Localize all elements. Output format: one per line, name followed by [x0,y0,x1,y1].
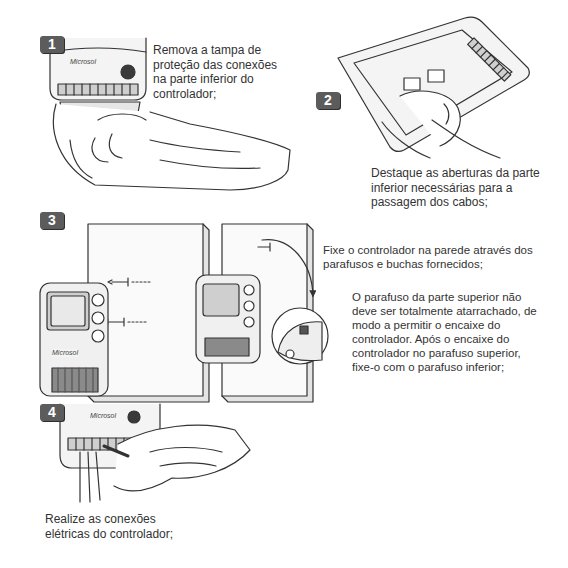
hands [150,140,240,152]
controller-rotated [472,42,508,78]
hand [160,463,216,466]
hands [160,160,260,169]
hand [150,448,222,453]
controller-front [196,275,260,363]
screws [104,278,150,326]
step-badge: 1 [40,36,64,53]
hand [432,120,500,158]
hands [109,134,122,158]
controller-front [58,368,93,392]
screws [128,282,150,322]
controller-front [196,275,260,363]
hands [92,138,108,162]
controller-bottom [58,84,138,95]
screws [108,278,128,286]
step-caption: Fixe o controlador na parede através dos… [323,243,561,271]
controller-front [205,338,249,356]
step-note: O parafuso da parte superior não deve se… [352,290,544,374]
step-number: 3 [40,212,64,229]
controller-front [51,296,85,326]
controller-rotated [338,17,529,151]
controller-front [47,292,89,330]
brand-logo: Microsol [52,349,78,357]
detail-arrow [262,240,313,296]
step-caption: Remova a tampa de proteção das conexões … [153,43,293,102]
controller-rotated [428,70,444,82]
detail-arrow [262,240,313,296]
step-caption: Realize as conexões elétricas do control… [45,512,175,541]
controller-front [244,301,254,311]
step-caption: Destaque as aberturas da parte inferior … [371,166,541,210]
step-number: 1 [40,36,64,53]
controller-rotated [468,38,511,81]
controller-bottom [50,48,146,52]
hand [400,91,460,146]
hand [444,104,449,124]
brand-logo: Microsol [70,58,96,66]
step-number: 4 [40,404,64,421]
controller-front [244,317,254,327]
controller-bottom [66,84,130,95]
controller-rotated [404,78,420,90]
controller-front [92,330,104,342]
controller-front [92,294,104,306]
controller-front [244,285,254,295]
detail-zoom [272,308,328,364]
controller-front [40,283,108,396]
brand-logo: Microsol [90,412,116,420]
controller-rotated [468,38,511,81]
hands [53,104,290,190]
step-badge: 3 [40,212,64,229]
detail-zoom [300,326,308,334]
step-number: 2 [316,92,340,109]
controller-rotated [338,17,529,151]
controller-front [203,284,239,316]
controller-front [92,312,104,324]
controller-bottom [50,38,146,100]
hand [382,122,430,158]
wires [80,452,100,502]
controller-bottom [50,38,146,100]
detail-zoom [272,308,328,364]
hand [104,446,128,456]
hand [104,425,250,491]
hand [382,91,500,158]
detail-zoom [278,322,322,361]
hands [70,140,92,178]
step-badge: 2 [316,92,340,109]
hand [114,425,250,491]
detail-zoom [286,350,294,358]
controller-bottom [121,65,135,79]
controller-front [52,368,98,392]
wall-panel [258,243,270,251]
step-badge: 4 [40,404,64,421]
controller-bottom [128,411,140,423]
controller-front [40,283,108,396]
hands [53,102,290,190]
wires [80,452,100,502]
hands [98,114,146,120]
